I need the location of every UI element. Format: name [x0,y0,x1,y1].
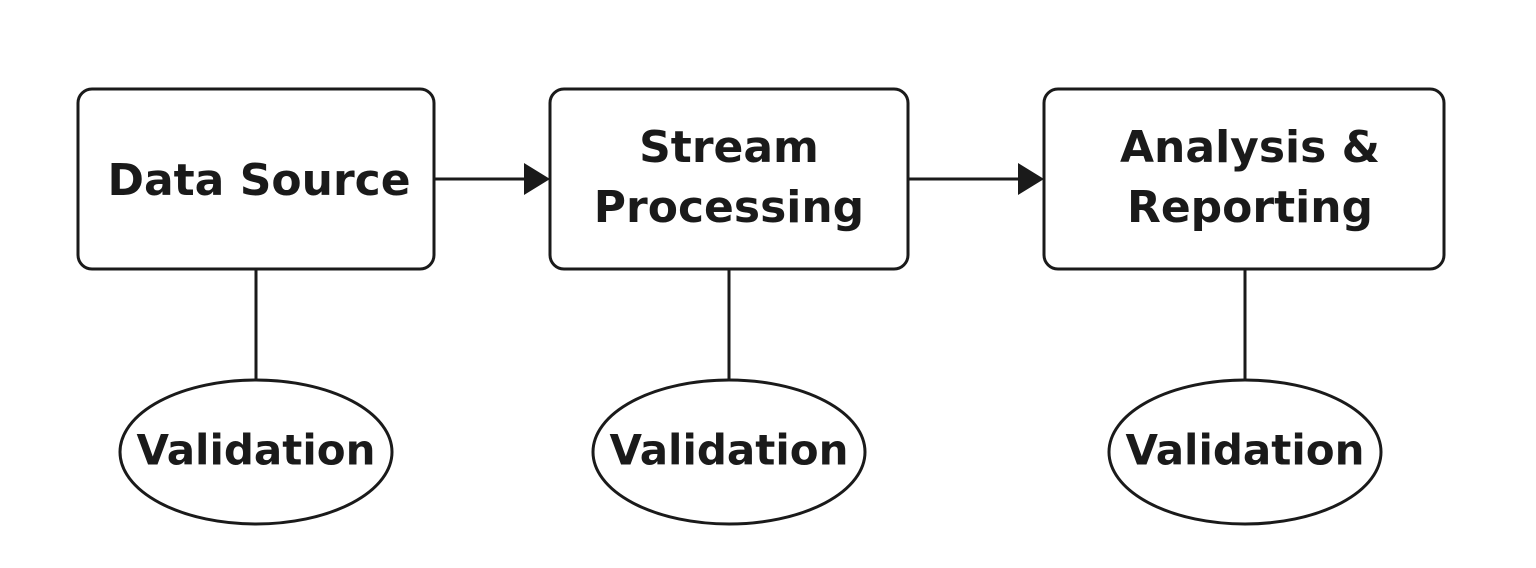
stage-box [1042,87,1446,271]
validation-node-3: Validation [1107,378,1383,526]
validation-oval [591,378,867,526]
arrowhead-2 [1018,163,1044,195]
arrowhead-1 [524,163,550,195]
stage-data-source: Data Source [76,87,436,271]
stage-box [76,87,436,271]
validation-oval [118,378,394,526]
validation-label: Validation [1126,426,1365,475]
stage-stream-processing: Stream Processing [548,87,910,271]
stage-analysis-reporting: Analysis & Reporting [1042,87,1446,271]
stage-label-line1: Data Source [107,155,410,206]
validation-label: Validation [610,426,849,475]
stage-label-line1: Analysis & [1120,122,1380,173]
validation-node-2: Validation [591,378,867,526]
stage-box [548,87,910,271]
stage-label-line1: Stream [639,122,819,173]
stage-label-line2: Reporting [1127,182,1373,233]
validation-node-1: Validation [118,378,394,526]
validation-oval [1107,378,1383,526]
stage-label-line2: Processing [594,182,864,233]
validation-label: Validation [137,426,376,475]
